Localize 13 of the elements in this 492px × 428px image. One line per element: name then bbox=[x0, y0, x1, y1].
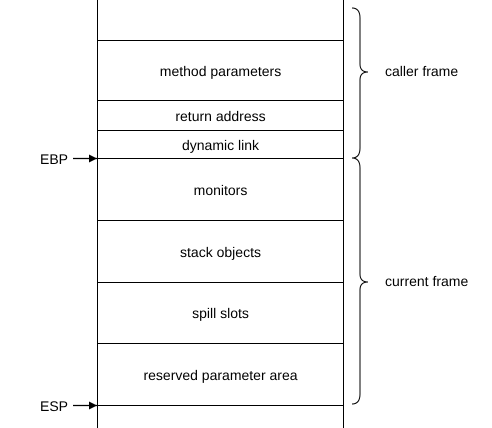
arrow bbox=[73, 402, 97, 410]
stack-slot: reserved parameter area bbox=[97, 343, 344, 406]
stack-slot: dynamic link bbox=[97, 130, 344, 159]
stack-slot: monitors bbox=[97, 158, 344, 221]
frame-label: caller frame bbox=[385, 63, 458, 79]
stack-slot: stack objects bbox=[97, 220, 344, 283]
stack-slot: return address bbox=[97, 100, 344, 131]
stack-slot: spill slots bbox=[97, 282, 344, 344]
pointer-label: ESP bbox=[40, 398, 68, 414]
arrow bbox=[73, 154, 97, 162]
frame-label: current frame bbox=[385, 273, 468, 289]
pointer-label: EBP bbox=[40, 151, 68, 167]
stack-slot: method parameters bbox=[97, 40, 344, 101]
